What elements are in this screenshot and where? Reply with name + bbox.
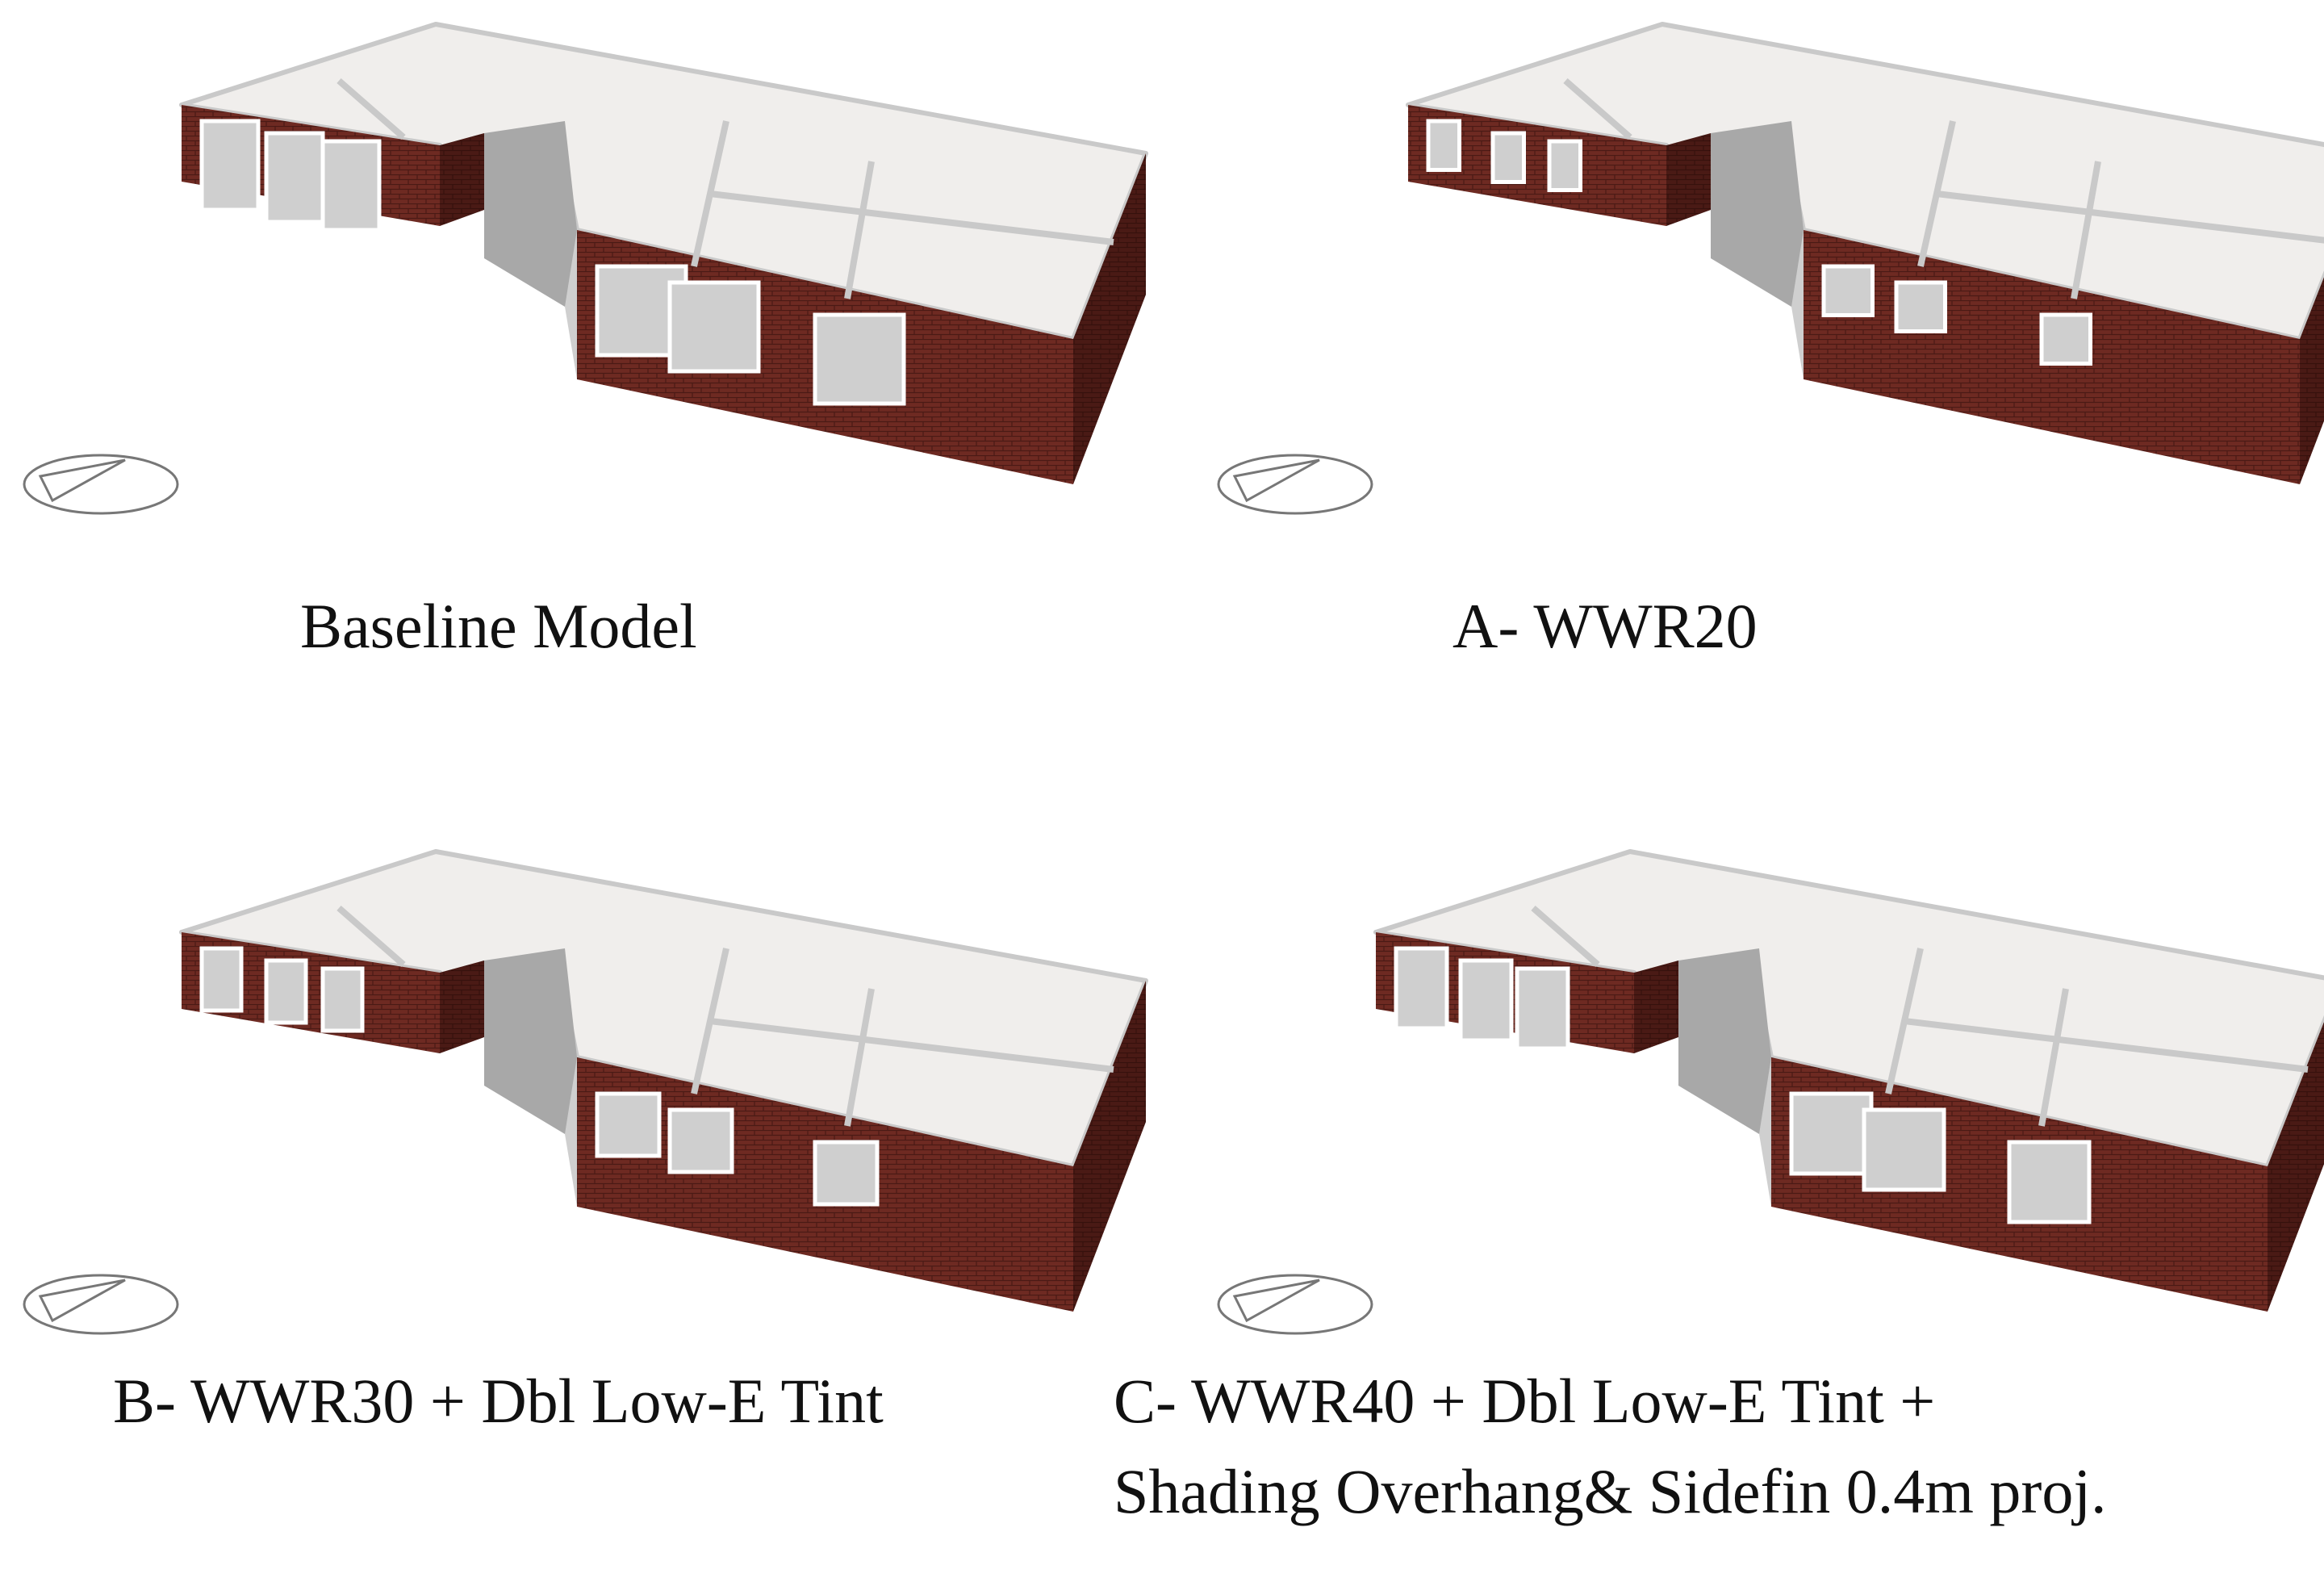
caption-line: B- WWR30 + Dbl Low-E Tint bbox=[113, 1366, 884, 1436]
wing-side-wall bbox=[440, 960, 484, 1053]
courtyard-floor bbox=[484, 948, 577, 1134]
window bbox=[2007, 1140, 2092, 1224]
caption-baseline: Baseline Model bbox=[300, 581, 697, 672]
compass-icon bbox=[23, 454, 179, 515]
window bbox=[1515, 966, 1570, 1051]
compass-icon bbox=[23, 1274, 179, 1335]
compass-icon bbox=[1217, 1274, 1373, 1335]
window bbox=[264, 131, 325, 224]
partition-line bbox=[709, 190, 1114, 245]
building-model-a bbox=[1217, 22, 2324, 515]
caption-line: Shading Overhang& Sidefin 0.4m proj. bbox=[1114, 1456, 2107, 1526]
window bbox=[199, 119, 261, 212]
partition-line bbox=[844, 988, 875, 1127]
building-model-b bbox=[23, 849, 1148, 1335]
window bbox=[667, 280, 761, 374]
courtyard-floor bbox=[1711, 121, 1804, 307]
caption-b: B- WWR30 + Dbl Low-E Tint bbox=[113, 1356, 884, 1446]
caption-line: Baseline Model bbox=[300, 591, 697, 661]
partition-line bbox=[2071, 161, 2101, 299]
partition-line bbox=[1904, 1018, 2309, 1073]
window bbox=[1490, 131, 1526, 184]
south-wall-left bbox=[1408, 105, 1666, 226]
panel-b: B- WWR30 + Dbl Low-E Tint bbox=[0, 791, 1162, 1582]
panel-baseline: Baseline Model bbox=[0, 0, 1162, 791]
partition-line bbox=[844, 161, 875, 299]
caption-a: A- WWR20 bbox=[1452, 581, 1758, 672]
compass-icon bbox=[1217, 454, 1373, 515]
caption-c: C- WWR40 + Dbl Low-E Tint + Shading Over… bbox=[1114, 1356, 2107, 1537]
window bbox=[813, 312, 906, 406]
window bbox=[1821, 264, 1875, 317]
window bbox=[1894, 280, 1947, 333]
window bbox=[320, 966, 365, 1033]
east-wall bbox=[1073, 153, 1146, 484]
building-model-baseline bbox=[23, 22, 1148, 515]
wing-side-wall bbox=[1666, 133, 1711, 226]
window bbox=[2039, 312, 2092, 366]
window bbox=[1789, 1091, 1874, 1176]
window bbox=[667, 1107, 734, 1174]
wing-side-wall bbox=[1634, 960, 1678, 1053]
window bbox=[1426, 119, 1461, 172]
partition-line bbox=[1531, 905, 1600, 968]
partition-line bbox=[2038, 988, 2069, 1127]
partition-line bbox=[1563, 77, 1632, 140]
partition-line bbox=[336, 77, 406, 140]
east-wall bbox=[2300, 277, 2324, 484]
window bbox=[1547, 139, 1582, 192]
building-model-c bbox=[1217, 849, 2324, 1335]
window bbox=[1862, 1107, 1946, 1192]
courtyard-floor bbox=[1678, 948, 1771, 1134]
window bbox=[320, 139, 382, 232]
window bbox=[1394, 946, 1449, 1031]
partition-line bbox=[1936, 190, 2324, 244]
window bbox=[1458, 958, 1514, 1043]
wing-side-wall bbox=[440, 133, 484, 226]
caption-line: A- WWR20 bbox=[1452, 591, 1758, 661]
window bbox=[813, 1140, 880, 1207]
courtyard-floor bbox=[484, 121, 577, 307]
partition-line bbox=[709, 1018, 1114, 1073]
window bbox=[595, 1091, 662, 1158]
east-wall bbox=[1073, 981, 1146, 1312]
panel-c: C- WWR40 + Dbl Low-E Tint + Shading Over… bbox=[1114, 791, 2324, 1582]
window bbox=[199, 946, 244, 1013]
partition-line bbox=[336, 905, 406, 968]
south-wall-left bbox=[182, 932, 440, 1053]
panel-a: A- WWR20 bbox=[1162, 0, 2324, 791]
caption-line: C- WWR40 + Dbl Low-E Tint + bbox=[1114, 1366, 1936, 1436]
east-wall bbox=[2268, 1022, 2324, 1312]
window bbox=[264, 958, 308, 1025]
